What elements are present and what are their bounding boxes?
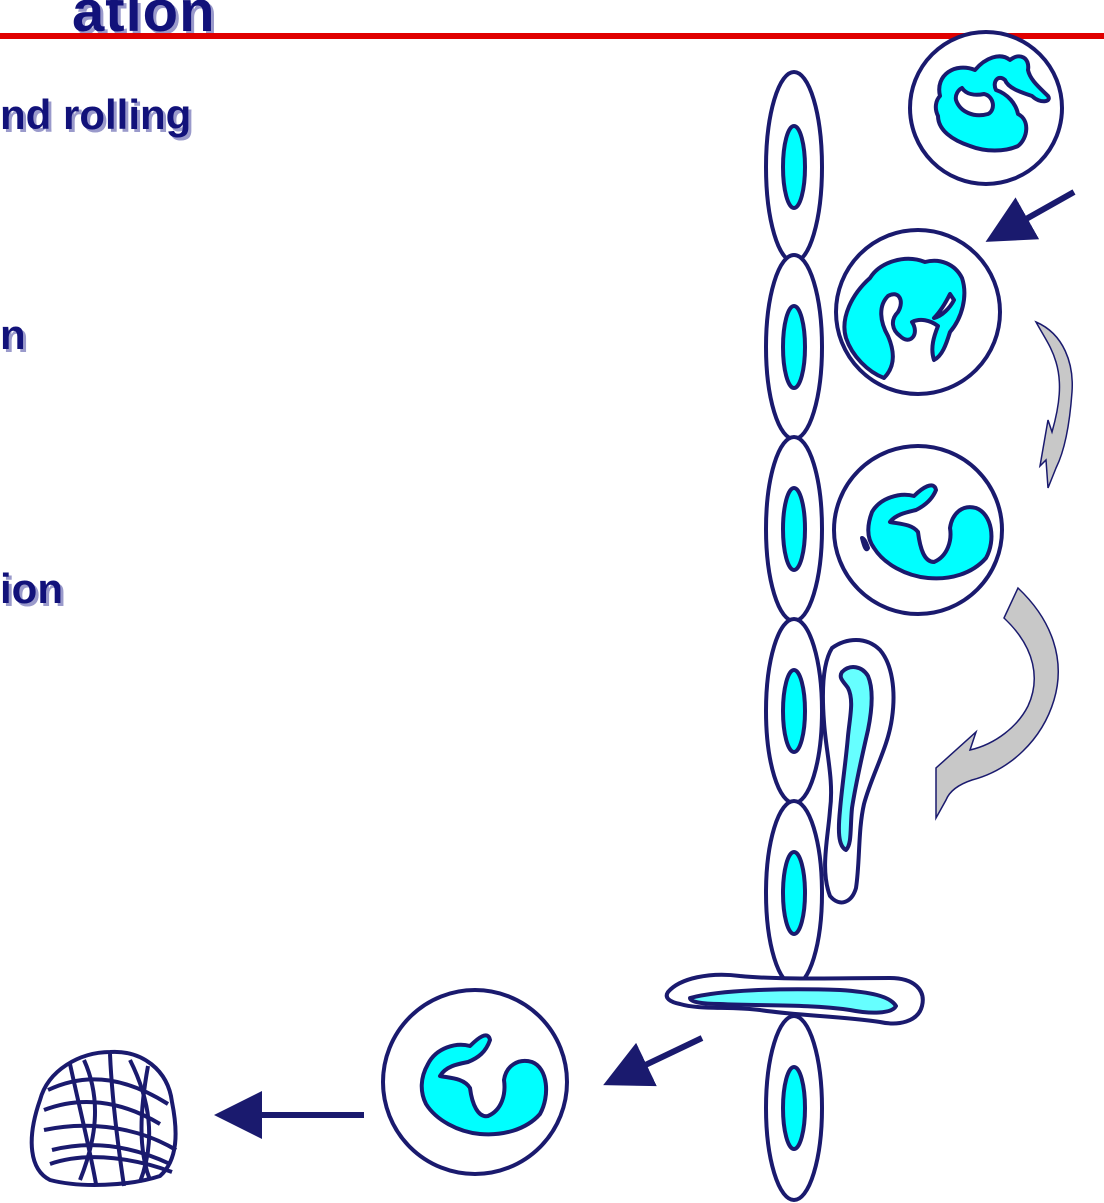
degranulated-cell-icon [32, 1052, 176, 1186]
arrow-to-rolling-icon [996, 192, 1074, 236]
endothelial-cell-icon [766, 1016, 822, 1200]
arrow-to-extravasated-icon [614, 1038, 702, 1080]
endothelial-wall [766, 72, 822, 1200]
curved-arrow-icon [1036, 322, 1072, 488]
curved-arrow-icon [936, 588, 1058, 818]
leukocyte-cell-icon [383, 990, 567, 1174]
leukocyte-cell-icon [834, 446, 1002, 614]
endothelial-cell-icon [766, 72, 822, 262]
leukocyte-cell-icon [910, 32, 1062, 184]
endothelial-cell-icon [766, 437, 822, 621]
endothelial-cell-icon [766, 801, 822, 985]
leukocyte-cell-icon [836, 230, 1000, 394]
endothelial-cell-icon [766, 619, 822, 803]
leukocyte-cell-icon [823, 640, 894, 902]
endothelial-cell-icon [766, 255, 822, 439]
